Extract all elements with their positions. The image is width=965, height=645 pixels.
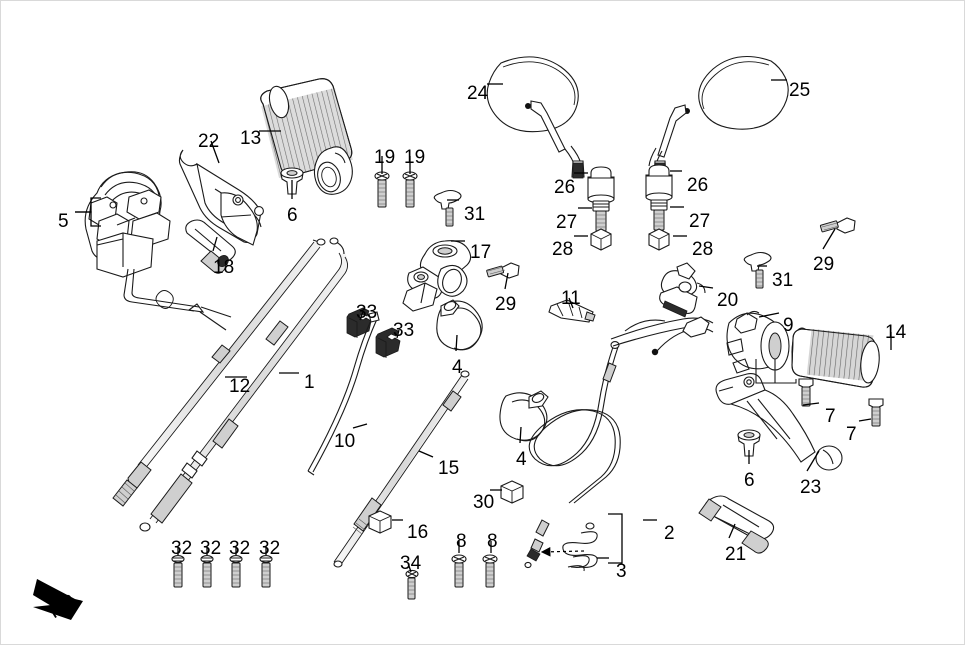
part-14-handlebar-grip-right [791, 327, 880, 388]
part-23-brake-lever-right [715, 373, 843, 471]
callout-6-b: 6 [744, 470, 755, 491]
part-30-lock-nut [500, 480, 524, 504]
part-29-flange-bolt-b [819, 217, 856, 234]
part-31-pivot-bolt-a [433, 189, 462, 227]
part-21-bar-end-right [698, 495, 775, 554]
part-3-throttle-return-spring [540, 522, 598, 572]
callout-24: 24 [467, 83, 489, 104]
callout-29-b: 29 [813, 254, 835, 275]
part-24-mirror-left [486, 56, 585, 179]
callout-32-c: 32 [229, 538, 251, 559]
callout-30: 30 [473, 492, 495, 513]
callout-4-a: 4 [452, 357, 463, 378]
callout-11: 11 [561, 288, 581, 309]
callout-8-b: 8 [487, 531, 498, 552]
callout-32-d: 32 [259, 538, 281, 559]
callout-6-a: 6 [287, 205, 298, 226]
callout-8-a: 8 [456, 531, 467, 552]
part-handlebar-right-assembly [610, 316, 714, 356]
part-26-mirror-cap-a [587, 166, 615, 204]
callout-17: 17 [470, 242, 492, 263]
part-32-screw-d [259, 555, 273, 588]
callout-33-a: 33 [356, 302, 378, 323]
part-6-flange-nut-right [737, 429, 761, 457]
part-2-throttle-cable-assembly [524, 341, 623, 569]
part-28-lock-nut-a [590, 228, 612, 251]
callout-7-a: 7 [825, 406, 836, 427]
callout-26-a: 26 [554, 177, 576, 198]
part-18-bar-end-weight [185, 219, 236, 274]
part-28-lock-nut-b [648, 228, 670, 251]
part-19-screw-b [402, 171, 418, 208]
callout-19-b: 19 [404, 147, 426, 168]
part-15-brake-cable [333, 370, 470, 568]
part-26-mirror-cap-b [645, 164, 673, 202]
part-16-lock-nut [368, 510, 392, 534]
callout-13: 13 [240, 128, 262, 149]
callout-23: 23 [800, 477, 822, 498]
part-19-screw-a [374, 171, 390, 208]
part-7-grip-screw-a [755, 359, 814, 407]
callout-34: 34 [400, 553, 422, 574]
part-33-cable-clip-a [346, 307, 372, 338]
part-9-throttle-housing [726, 310, 790, 374]
part-8-screw-b [482, 554, 498, 588]
callout-2: 2 [664, 523, 675, 544]
part-13-handlebar-grip-left [260, 78, 353, 195]
part-32-screw-a [171, 555, 185, 588]
callout-5: 5 [58, 211, 69, 232]
callout-25: 25 [789, 80, 811, 101]
callout-21: 21 [725, 544, 747, 565]
callout-31-a: 31 [464, 204, 486, 225]
part-17-cable-holder-bracket [402, 240, 472, 312]
callout-20: 20 [717, 290, 739, 311]
part-10-speedometer-cable [307, 311, 380, 476]
part-31-pivot-bolt-b [743, 251, 772, 289]
part-12-throttle-cable-b [112, 238, 326, 507]
part-4-cable-band-lower [499, 390, 549, 442]
part-27-mirror-bolt-b [650, 199, 668, 231]
part-7-grip-screw-b [868, 398, 884, 427]
callout-31-b: 31 [772, 270, 794, 291]
callout-22: 22 [198, 131, 220, 152]
callout-33-b: 33 [393, 320, 415, 341]
part-32-screw-b [200, 555, 214, 588]
callout-3: 3 [616, 561, 627, 582]
callout-15: 15 [438, 458, 460, 479]
callout-19-a: 19 [374, 147, 396, 168]
callout-4-b: 4 [516, 449, 527, 470]
callout-27-b: 27 [689, 211, 711, 232]
part-29-flange-bolt-a [486, 262, 520, 279]
callout-27-a: 27 [556, 212, 578, 233]
callout-12: 12 [229, 376, 251, 397]
part-11-cable-stay-clip [548, 299, 596, 323]
callout-28-b: 28 [692, 239, 714, 260]
part-5-left-switch-assembly [84, 171, 232, 331]
callout-32-a: 32 [171, 538, 193, 559]
part-27-mirror-bolt-a [592, 200, 610, 232]
callout-18: 18 [213, 257, 235, 278]
part-1-throttle-cable-a [139, 237, 348, 532]
part-8-screw-a [451, 554, 467, 588]
callout-32-b: 32 [200, 538, 222, 559]
part-20-brake-lever-holder [659, 262, 706, 318]
part-22-clutch-lever [178, 149, 264, 246]
callout-7-b: 7 [846, 424, 857, 445]
callout-1: 1 [304, 372, 315, 393]
callout-26-b: 26 [687, 175, 709, 196]
part-33-cable-clip-b [375, 327, 401, 358]
callout-9: 9 [783, 315, 794, 336]
callout-29-a: 29 [495, 294, 517, 315]
front-direction-arrow [33, 579, 83, 620]
callout-16: 16 [407, 522, 429, 543]
part-32-screw-c [229, 555, 243, 588]
callout-28-a: 28 [552, 239, 574, 260]
callout-10: 10 [334, 431, 356, 452]
leader-lines [75, 79, 892, 573]
part-34-screw [405, 569, 419, 600]
part-25-mirror-right [648, 56, 789, 179]
callout-14: 14 [885, 322, 907, 343]
part-4-cable-band-upper [436, 299, 483, 351]
